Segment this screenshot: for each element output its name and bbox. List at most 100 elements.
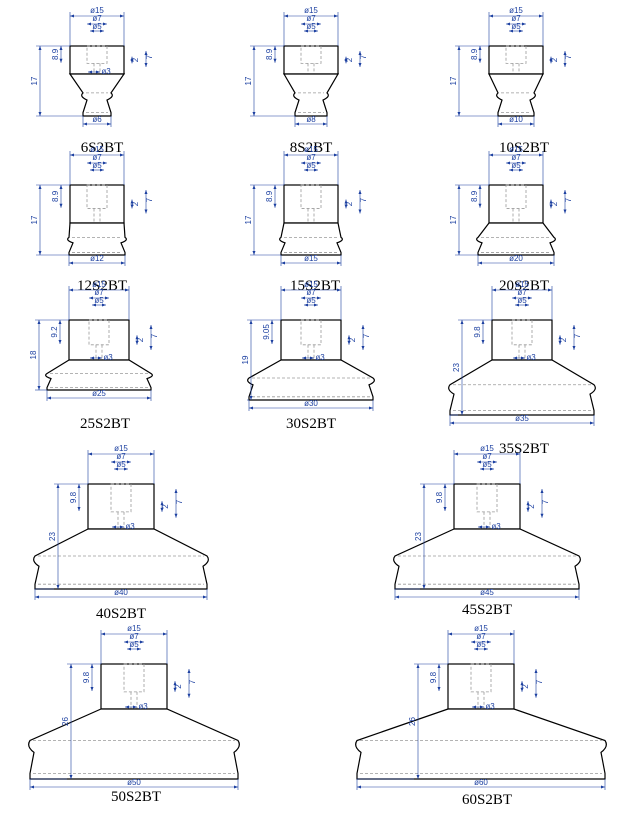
dim-hole-diameter: ø3 [103, 353, 113, 362]
dim-side-height: 7 [175, 499, 184, 504]
model-title: 8S2BT [290, 140, 333, 156]
dim-total-height: 18 [29, 350, 38, 359]
dim-inner-height: 2 [131, 201, 140, 206]
bellows [476, 222, 556, 256]
dim-mid-diameter: ø7 [92, 153, 102, 162]
dim-inner-height: 2 [345, 57, 354, 62]
dim-hole-diameter: ø3 [315, 353, 325, 362]
dim-top-diameter: ø15 [304, 145, 318, 154]
dim-hole-diameter: ø3 [485, 702, 495, 711]
dim-mid-diameter: ø7 [129, 632, 139, 641]
dim-body-height: 8.9 [265, 190, 274, 202]
dim-body-height: 8.9 [51, 190, 60, 202]
model-title: 60S2BT [462, 792, 512, 808]
dim-bottom-diameter: ø60 [474, 778, 488, 787]
fitting-body [280, 319, 342, 361]
dim-total-height: 17 [244, 215, 253, 224]
dim-total-height: 17 [30, 215, 39, 224]
dim-hole-diameter: ø3 [138, 702, 148, 711]
fitting-body [488, 45, 544, 75]
dim-inner-height: 2 [550, 201, 559, 206]
dim-inner-diameter: ø5 [511, 161, 521, 170]
dim-inner-diameter: ø5 [306, 296, 316, 305]
dim-total-height: 23 [48, 532, 57, 541]
dim-top-diameter: ø15 [90, 6, 104, 15]
bellows [488, 73, 544, 117]
dim-inner-height: 2 [527, 504, 536, 509]
fitting-body [283, 45, 339, 75]
fitting-body [87, 483, 155, 530]
dim-inner-diameter: ø5 [517, 296, 527, 305]
dim-body-height: 9.8 [82, 671, 91, 683]
fitting-body [447, 663, 515, 710]
dim-side-height: 7 [359, 197, 368, 202]
dim-inner-height: 2 [559, 337, 568, 342]
dim-mid-diameter: ø7 [116, 452, 126, 461]
dim-mid-diameter: ø7 [482, 452, 492, 461]
dim-bottom-diameter: ø6 [92, 115, 102, 124]
dim-inner-diameter: ø5 [482, 460, 492, 469]
dim-total-height: 17 [449, 215, 458, 224]
dim-bottom-diameter: ø50 [127, 778, 141, 787]
dim-side-height: 7 [564, 197, 573, 202]
dim-inner-height: 2 [550, 57, 559, 62]
dim-inner-height: 2 [345, 201, 354, 206]
dim-top-diameter: ø15 [509, 6, 523, 15]
dim-hole-diameter: ø3 [526, 353, 536, 362]
dim-bottom-diameter: ø12 [90, 254, 104, 263]
bellows [279, 222, 343, 256]
dim-side-height: 7 [188, 679, 197, 684]
dim-inner-diameter: ø5 [92, 22, 102, 31]
dim-total-height: 23 [452, 363, 461, 372]
dim-body-height: 8.9 [265, 48, 274, 60]
dim-mid-diameter: ø7 [92, 14, 102, 23]
dim-top-diameter: ø15 [480, 444, 494, 453]
dim-mid-diameter: ø7 [511, 153, 521, 162]
fitting-body [69, 45, 125, 75]
model-title: 30S2BT [286, 416, 336, 432]
dim-inner-diameter: ø5 [92, 161, 102, 170]
dim-inner-height: 2 [174, 684, 183, 689]
fitting-body [69, 184, 125, 224]
dim-bottom-diameter: ø10 [509, 115, 523, 124]
dim-side-height: 7 [573, 333, 582, 338]
dim-inner-height: 2 [136, 337, 145, 342]
dim-hole-diameter: ø3 [125, 522, 135, 531]
dim-mid-diameter: ø7 [306, 288, 316, 297]
model-title: 25S2BT [80, 416, 130, 432]
dim-total-height: 17 [30, 76, 39, 85]
dim-body-height: 9.8 [435, 491, 444, 503]
dim-top-diameter: ø15 [304, 280, 318, 289]
bellows [68, 73, 126, 117]
dim-top-diameter: ø15 [474, 624, 488, 633]
dim-bottom-diameter: ø15 [304, 254, 318, 263]
dim-bottom-diameter: ø30 [304, 399, 318, 408]
dim-total-height: 23 [414, 532, 423, 541]
bellows [45, 359, 153, 391]
dim-mid-diameter: ø7 [306, 153, 316, 162]
dim-inner-height: 2 [521, 684, 530, 689]
dim-inner-diameter: ø5 [511, 22, 521, 31]
dim-body-height: 9.2 [50, 326, 59, 338]
dim-side-height: 7 [150, 333, 159, 338]
dim-bottom-diameter: ø35 [515, 414, 529, 423]
dim-inner-diameter: ø5 [94, 296, 104, 305]
dim-top-diameter: ø15 [515, 280, 529, 289]
fitting-body [68, 319, 130, 361]
dim-bottom-diameter: ø25 [92, 389, 106, 398]
bellows [67, 222, 127, 256]
fitting-body [453, 483, 521, 530]
dim-total-height: 17 [244, 76, 253, 85]
dim-side-height: 7 [535, 679, 544, 684]
model-title: 40S2BT [96, 606, 146, 622]
bellows [33, 528, 209, 590]
dim-hole-diameter: ø3 [491, 522, 501, 531]
model-title: 45S2BT [462, 602, 512, 618]
dim-body-height: 9.8 [473, 326, 482, 338]
